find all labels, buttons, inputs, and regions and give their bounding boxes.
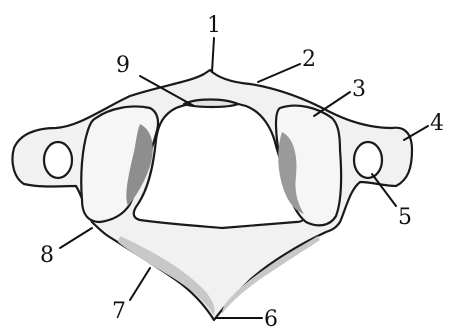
label-6: 6 [264,307,278,329]
leader-7 [130,268,150,300]
label-7: 7 [112,299,126,324]
label-4: 4 [430,111,444,136]
leader-1 [212,38,214,72]
label-5: 5 [398,205,412,230]
label-8: 8 [40,243,54,268]
right-transverse-foramen [354,142,382,178]
leader-8 [60,228,92,248]
label-1: 1 [207,13,221,38]
label-9: 9 [116,53,130,78]
leader-2 [258,64,300,82]
label-2: 2 [302,47,316,72]
label-3: 3 [352,77,366,102]
atlas-bone [12,70,412,320]
left-transverse-foramen [44,142,72,178]
